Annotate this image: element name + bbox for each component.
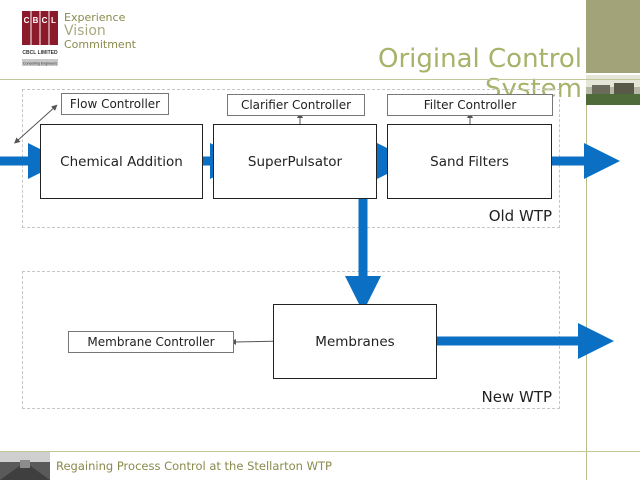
right-divider [586, 105, 587, 480]
clarifier-controller: Clarifier Controller [227, 94, 365, 116]
svg-text:Consulting Engineers: Consulting Engineers [23, 62, 57, 66]
decorative-bar [586, 0, 640, 73]
membranes-box: Membranes [273, 304, 437, 379]
chemical-addition-box: Chemical Addition [40, 124, 203, 199]
svg-text:C: C [42, 16, 48, 25]
superpulsator-box: SuperPulsator [213, 124, 377, 199]
filter-controller: Filter Controller [387, 94, 553, 116]
sand-filters-box: Sand Filters [387, 124, 552, 199]
cbcl-logo: C B C L CBCL LIMITED Consulting Engineer… [22, 11, 58, 66]
membrane-controller: Membrane Controller [68, 331, 234, 353]
old-wtp-label: Old WTP [488, 207, 552, 225]
footer-thumbnail [0, 452, 50, 480]
footer-text: Regaining Process Control at the Stellar… [56, 459, 332, 473]
svg-text:B: B [33, 16, 39, 25]
flow-controller: Flow Controller [61, 93, 169, 115]
new-wtp-label: New WTP [481, 388, 552, 406]
tagline-commitment: Commitment [64, 38, 136, 51]
title-rule [0, 79, 640, 80]
svg-text:CBCL LIMITED: CBCL LIMITED [22, 50, 58, 56]
svg-text:L: L [51, 16, 56, 25]
tagline-vision: Vision [64, 23, 106, 39]
footer-rule [0, 451, 640, 452]
svg-text:C: C [24, 16, 30, 25]
header-photo [586, 75, 640, 105]
tagline-experience: Experience [64, 11, 126, 24]
